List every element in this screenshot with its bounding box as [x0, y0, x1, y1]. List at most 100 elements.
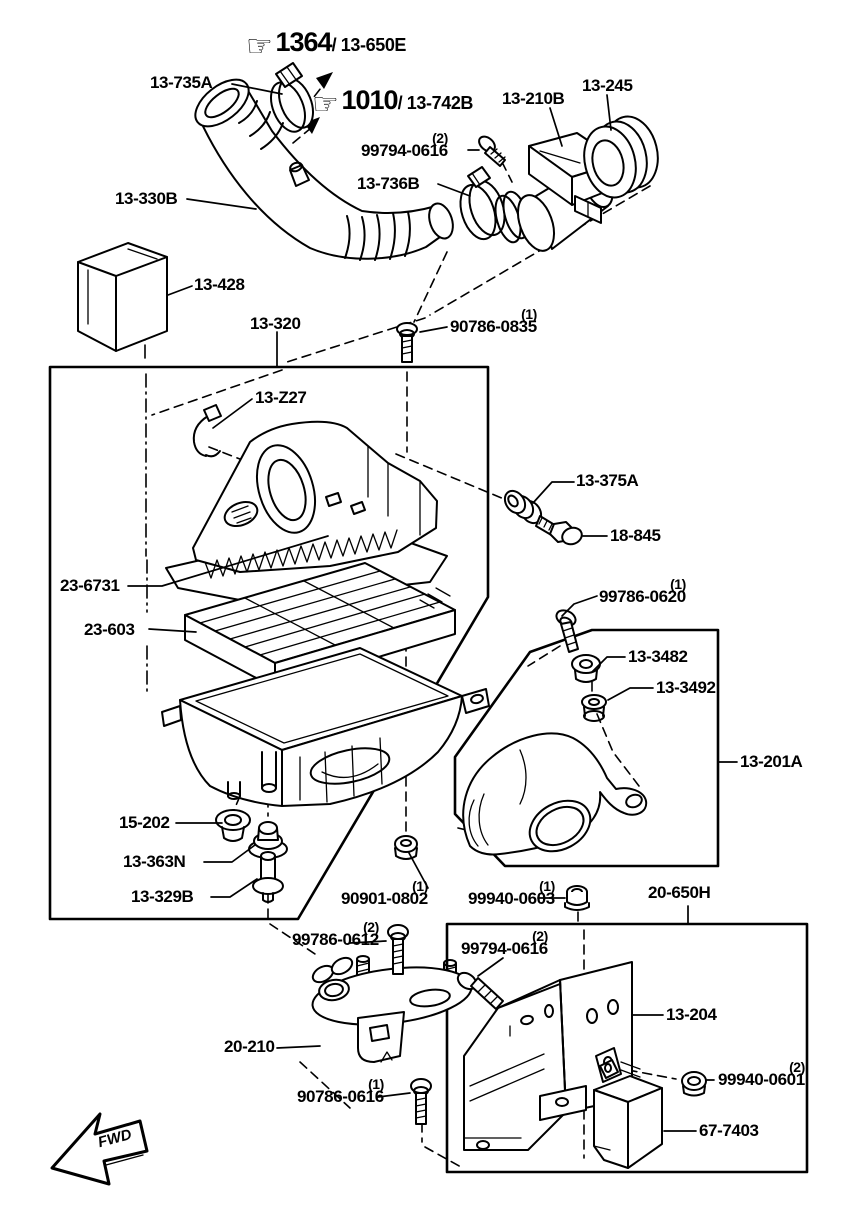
- part-number: 13-735A: [150, 73, 213, 92]
- sensor-18-845: [535, 515, 583, 546]
- part-label-90786-0835-10[interactable]: (1)90786-0835: [450, 306, 537, 337]
- part-label-13-3492-18[interactable]: 13-3492: [656, 678, 716, 698]
- part-label-15-202-20[interactable]: 15-202: [119, 813, 170, 833]
- nut-99940-0601: [681, 1071, 707, 1097]
- part-label-13-320-9[interactable]: 13-320: [250, 314, 301, 334]
- part-number: 23-6731: [60, 576, 120, 595]
- part-label-99794-0616-27[interactable]: (2)99794-0616: [461, 928, 548, 959]
- part-label-13-735A-2[interactable]: 13-735A: [150, 73, 213, 93]
- quantity-badge: (1): [368, 1075, 384, 1092]
- part-label-13-329B-22[interactable]: 13-329B: [131, 887, 194, 907]
- part-label-1364-0[interactable]: ☞1364/ 13-650E: [246, 27, 407, 63]
- nut-99940-0603: [564, 885, 590, 911]
- hose-clamp-13-735A: [270, 62, 314, 133]
- part-number: 90786-0835: [450, 317, 537, 336]
- quantity-badge: (2): [789, 1058, 805, 1075]
- case-mount-tab: [461, 688, 490, 714]
- quantity-badge: (1): [521, 305, 537, 322]
- stud-13-329B: [252, 851, 284, 903]
- arrow-to-1010: [304, 117, 320, 134]
- part-label-13-736B-6[interactable]: 13-736B: [357, 174, 420, 194]
- part-number: 99794-0616: [461, 939, 548, 958]
- part-label-13-330B-7[interactable]: 13-330B: [115, 189, 178, 209]
- part-number: 99786-0612: [292, 930, 379, 949]
- quantity-badge: (1): [539, 877, 555, 894]
- part-label-13-204-28[interactable]: 13-204: [666, 1005, 717, 1025]
- part-label-20-650H-25[interactable]: 20-650H: [648, 883, 711, 903]
- arrow-to-1364: [316, 72, 333, 89]
- air-cleaner-cover: [165, 420, 448, 603]
- resonator-duct-13-201A: [462, 732, 648, 856]
- part-number: 13-3492: [656, 678, 716, 697]
- screw-99794-0616-top: [478, 135, 506, 167]
- part-number: 13-375A: [576, 471, 639, 490]
- part-label-18-845-13[interactable]: 18-845: [610, 526, 661, 546]
- leader-lines: [127, 83, 738, 1132]
- part-label-13-245-4[interactable]: 13-245: [582, 76, 633, 96]
- pointing-hand-icon: ☞: [246, 30, 273, 63]
- grommet-15-202: [215, 809, 251, 842]
- quantity-badge: (2): [432, 129, 448, 146]
- part-number: 90786-0616: [297, 1087, 384, 1106]
- part-label-99786-0612-26[interactable]: (2)99786-0612: [292, 919, 379, 950]
- part-label-20-210-29[interactable]: 20-210: [224, 1037, 275, 1057]
- part-number: 13-Z27: [255, 388, 307, 407]
- part-number: 20-210: [224, 1037, 275, 1056]
- part-label-90901-0802-23[interactable]: (1)90901-0802: [341, 878, 428, 909]
- part-label-23-603-16[interactable]: 23-603: [84, 620, 135, 640]
- part-number: 99940-0601: [718, 1070, 805, 1089]
- part-label-13-3482-17[interactable]: 13-3482: [628, 647, 688, 667]
- grommet-13-3492: [581, 694, 607, 722]
- cover-grille: [223, 500, 259, 528]
- part-label-1010-1[interactable]: ☞1010/ 13-742B: [312, 85, 474, 121]
- part-number: 99786-0620: [599, 587, 686, 606]
- part-label-13-375A-12[interactable]: 13-375A: [576, 471, 639, 491]
- part-number: 23-603: [84, 620, 135, 639]
- part-number: 13-210B: [502, 89, 565, 108]
- assembly-box-20-650H: [445, 922, 809, 1174]
- part-number: 13-320: [250, 314, 301, 333]
- duct-13-428: [77, 242, 168, 352]
- part-label-23-6731-14[interactable]: 23-6731: [60, 576, 120, 596]
- pointing-hand-icon: ☞: [312, 88, 339, 121]
- grommet-13-363N: [248, 821, 288, 859]
- part-label-99794-0616-5[interactable]: (2)99794-0616: [361, 130, 448, 161]
- part-label-13-201A-19[interactable]: 13-201A: [740, 752, 803, 772]
- bolt-99786-0612: [387, 924, 409, 975]
- part-label-13-Z27-11[interactable]: 13-Z27: [255, 388, 307, 408]
- grommet-13-375A: [503, 489, 543, 525]
- callout-number: 1364: [275, 27, 333, 57]
- clamp-screw: [467, 166, 491, 188]
- part-number: 13-245: [582, 76, 633, 95]
- intake-hose-13-330B: [194, 78, 454, 261]
- part-number: 90901-0802: [341, 889, 428, 908]
- part-number: 67-7403: [699, 1121, 759, 1140]
- part-number: 13-363N: [123, 852, 186, 871]
- part-label-13-363N-21[interactable]: 13-363N: [123, 852, 186, 872]
- part-label-99940-0601-30[interactable]: (2)99940-0601: [718, 1059, 805, 1090]
- bolt-90786-0616: [410, 1078, 432, 1125]
- part-number: 20-650H: [648, 883, 711, 902]
- part-label-99940-0603-24[interactable]: (1)99940-0603: [468, 878, 555, 909]
- bolt-99794-0616-bottom: [456, 971, 504, 1010]
- nut-90901-0802: [394, 835, 418, 860]
- part-number: 18-845: [610, 526, 661, 545]
- quantity-badge: (1): [670, 575, 686, 592]
- part-label-90786-0616-31[interactable]: (1)90786-0616: [297, 1076, 384, 1107]
- part-number: 13-3482: [628, 647, 688, 666]
- part-label-67-7403-32[interactable]: 67-7403: [699, 1121, 759, 1141]
- clip-13-Z27: [192, 404, 222, 458]
- part-label-99786-0620-15[interactable]: (1)99786-0620: [599, 576, 686, 607]
- part-number: 13-428: [194, 275, 245, 294]
- part-label-13-210B-3[interactable]: 13-210B: [502, 89, 565, 109]
- part-label-13-428-8[interactable]: 13-428: [194, 275, 245, 295]
- part-number: 13-330B: [115, 189, 178, 208]
- quantity-badge: (2): [532, 927, 548, 944]
- callout-ref: / 13-742B: [397, 93, 474, 113]
- part-number: 99794-0616: [361, 141, 448, 160]
- part-number: 99940-0603: [468, 889, 555, 908]
- callout-ref: / 13-650E: [331, 35, 407, 55]
